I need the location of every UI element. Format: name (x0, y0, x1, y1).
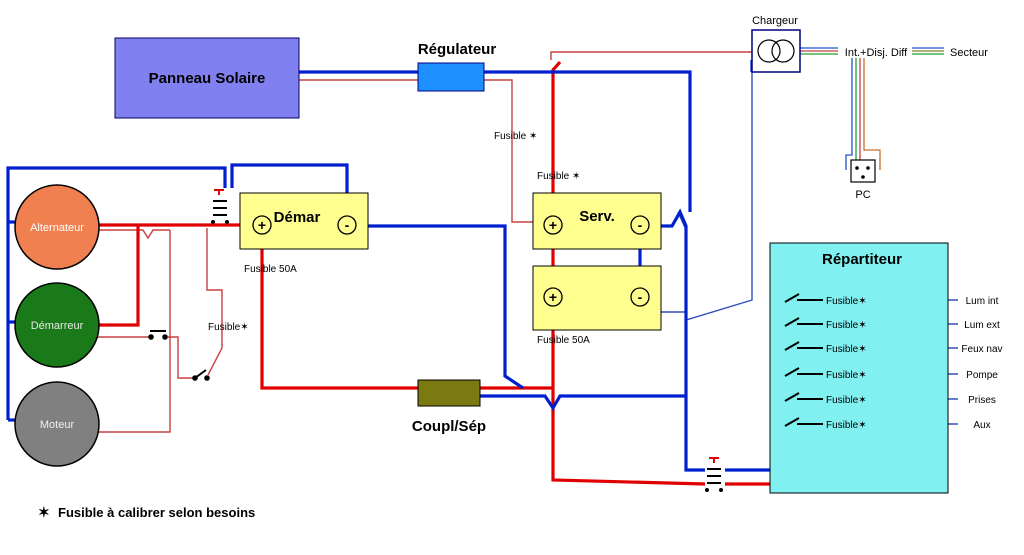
service-battery-2-negative (630, 287, 650, 307)
start-battery-fuse-label: Fusible 50A (244, 264, 297, 275)
svg-text:+: + (258, 217, 266, 233)
alternator (14, 184, 100, 270)
service-fuse-label: Fusible ✶ (537, 171, 580, 182)
solar-panel (114, 37, 300, 119)
circuit-name-label: Feux nav (961, 344, 1002, 355)
service-battery-label: Serv. (579, 208, 615, 225)
regulator-fuse-label: Fusible ✶ (494, 131, 537, 142)
circuit-fuse-label: Fusible✶ (826, 296, 867, 307)
circuit-name-label: Lum int (966, 296, 999, 307)
svg-text:+: + (549, 217, 557, 233)
alternator-label: Alternateur (30, 222, 84, 234)
negative-wires (6, 60, 777, 472)
circuit-switch (784, 293, 823, 303)
pc-label: PC (855, 189, 870, 201)
legend-text: Fusible à calibrer selon besoins (58, 505, 255, 520)
circuit-row: Fusible✶ Feux nav (784, 341, 1003, 355)
circuit-switch (784, 341, 823, 351)
coupler-label: Coupl/Sép (412, 418, 486, 435)
mains-label: Secteur (950, 47, 988, 59)
mains-wires (800, 47, 944, 170)
starter-fuse-label: Fusible✶ (208, 322, 249, 333)
charger-label: Chargeur (752, 15, 798, 27)
circuit-fuse-label: Fusible✶ (826, 395, 867, 406)
master-switch-left (211, 189, 229, 224)
circuit-fuse-label: Fusible✶ (826, 320, 867, 331)
starter (14, 282, 100, 368)
start-battery-negative (337, 215, 357, 235)
circuit-row: Fusible✶ Prises (784, 392, 996, 406)
circuit-name-label: Pompe (966, 370, 998, 381)
starter-switch (148, 330, 168, 340)
circuit-switch (784, 392, 823, 402)
charger-coil-right (771, 39, 795, 63)
service-battery-1-negative (630, 215, 650, 235)
circuit-row: Fusible✶ Pompe (784, 367, 998, 381)
regulator (417, 62, 485, 92)
circuit-name-label: Aux (973, 420, 990, 431)
engine (14, 381, 100, 467)
svg-text:-: - (345, 217, 350, 233)
svg-text:-: - (638, 217, 643, 233)
distributor (769, 242, 949, 494)
svg-text:-: - (638, 289, 643, 305)
service-battery-2-positive (543, 287, 563, 307)
circuit-name-label: Lum ext (964, 320, 1000, 331)
service-battery-1-positive (543, 215, 563, 235)
circuit-switch (784, 417, 823, 427)
charger-coil-left (757, 39, 781, 63)
circuit-fuse-label: Fusible✶ (826, 370, 867, 381)
pc-outlet (850, 159, 876, 183)
service-battery-fuse-label: Fusible 50A (537, 335, 590, 346)
start-battery-positive (252, 215, 272, 235)
circuit-row: Fusible✶ Aux (784, 417, 991, 431)
key-switch (192, 369, 210, 381)
circuit-row: Fusible✶ Lum int (784, 293, 999, 307)
legend-symbol: ✶ (38, 504, 50, 520)
regulator-label: Régulateur (418, 41, 497, 58)
circuit-name-label: Prises (968, 395, 996, 406)
circuit-fuse-label: Fusible✶ (826, 344, 867, 355)
svg-text:+: + (549, 289, 557, 305)
distributor-label: Répartiteur (822, 251, 902, 268)
circuit-switch (784, 367, 823, 377)
starter-label: Démarreur (31, 320, 84, 332)
coupler (417, 379, 481, 407)
charger (751, 29, 801, 73)
breaker-label: Int.+Disj. Diff (845, 47, 908, 59)
circuit-row: Fusible✶ Lum ext (784, 317, 1000, 331)
solar-panel-label: Panneau Solaire (149, 70, 266, 87)
circuit-switch (784, 317, 823, 327)
master-switch-right (705, 457, 723, 492)
start-battery-label: Démar (274, 209, 321, 226)
circuit-fuse-label: Fusible✶ (826, 420, 867, 431)
engine-label: Moteur (40, 419, 75, 431)
